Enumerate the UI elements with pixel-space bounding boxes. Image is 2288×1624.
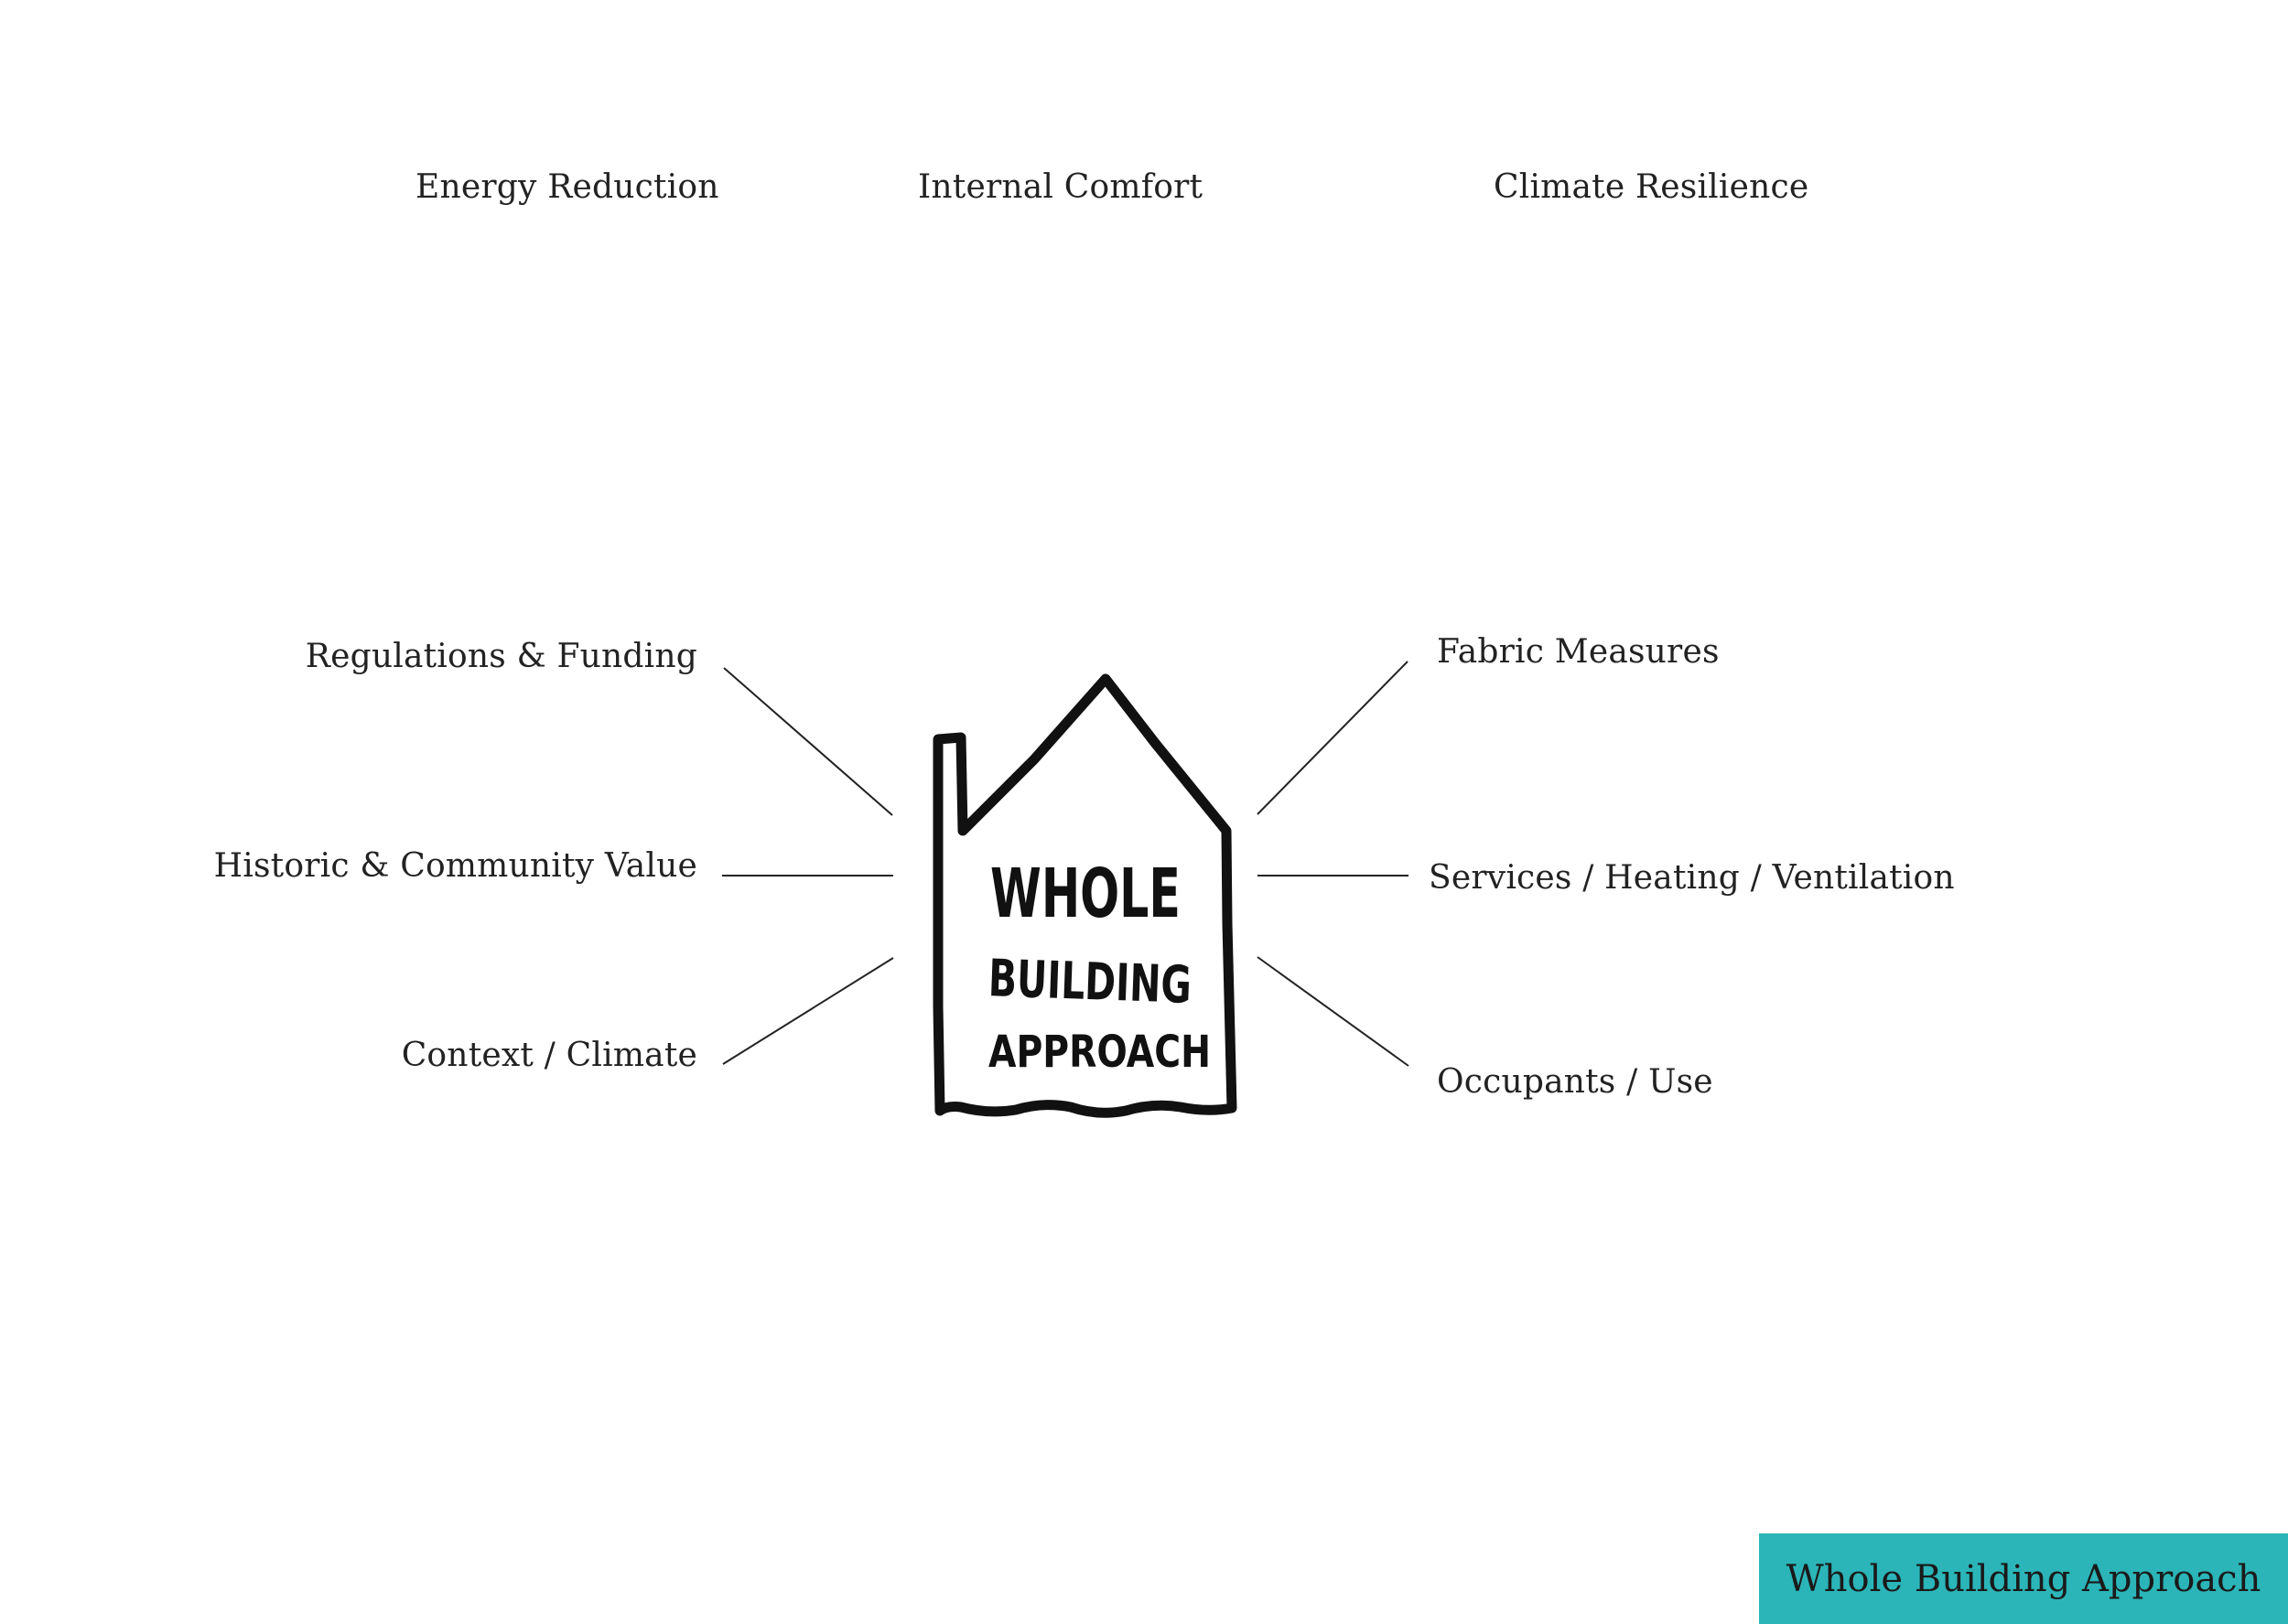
- connector-regulations: [723, 667, 893, 816]
- connector-context: [722, 957, 894, 1065]
- house-text-whole: WHOLE: [990, 855, 1181, 933]
- connector-fabric: [1257, 661, 1408, 815]
- label-energy-reduction: Energy Reduction: [416, 168, 719, 206]
- house-text-approach: APPROACH: [988, 1027, 1211, 1078]
- label-occupants-use: Occupants / Use: [1437, 1063, 1713, 1101]
- label-services-heating-ventilation: Services / Heating / Ventilation: [1429, 859, 1955, 897]
- house-text-building: BUILDING: [988, 949, 1193, 1016]
- label-historic-community-value: Historic & Community Value: [213, 847, 697, 885]
- label-context-climate: Context / Climate: [401, 1037, 697, 1074]
- label-fabric-measures: Fabric Measures: [1437, 633, 1720, 671]
- label-climate-resilience: Climate Resilience: [1494, 168, 1809, 206]
- connector-occupants: [1257, 956, 1409, 1067]
- label-regulations-funding: Regulations & Funding: [305, 638, 697, 675]
- house-outline: [933, 673, 1237, 1118]
- footer-title-tag: Whole Building Approach: [1759, 1533, 2288, 1624]
- footer-title: Whole Building Approach: [1786, 1557, 2261, 1600]
- label-internal-comfort: Internal Comfort: [918, 168, 1203, 206]
